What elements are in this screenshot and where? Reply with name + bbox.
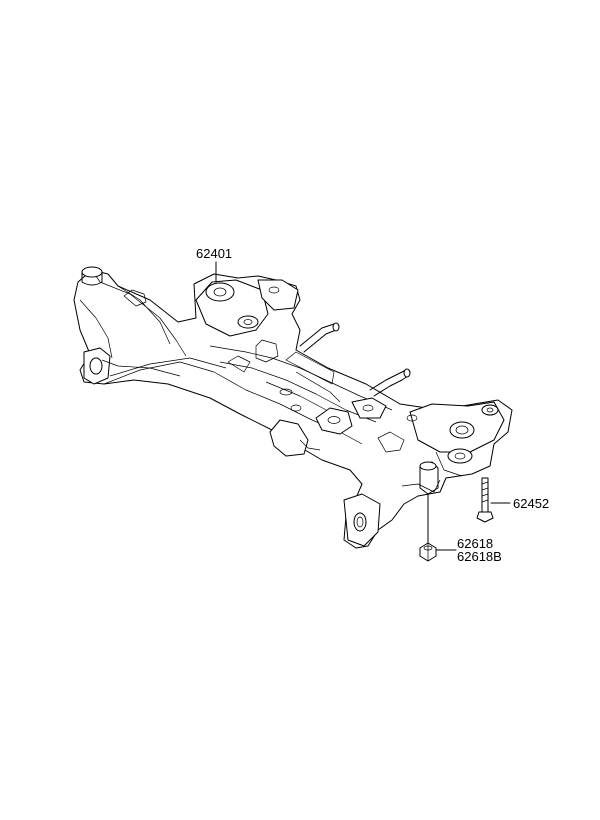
- callout-bolt: 62452: [513, 496, 549, 511]
- crossmember-drawing: [73, 266, 513, 549]
- nut-drawing: [419, 542, 437, 562]
- callout-crossmember: 62401: [196, 246, 232, 261]
- bolt-drawing: [476, 477, 494, 523]
- callout-nut: 62618: [457, 536, 493, 551]
- callout-nut-alt: 62618B: [457, 549, 502, 564]
